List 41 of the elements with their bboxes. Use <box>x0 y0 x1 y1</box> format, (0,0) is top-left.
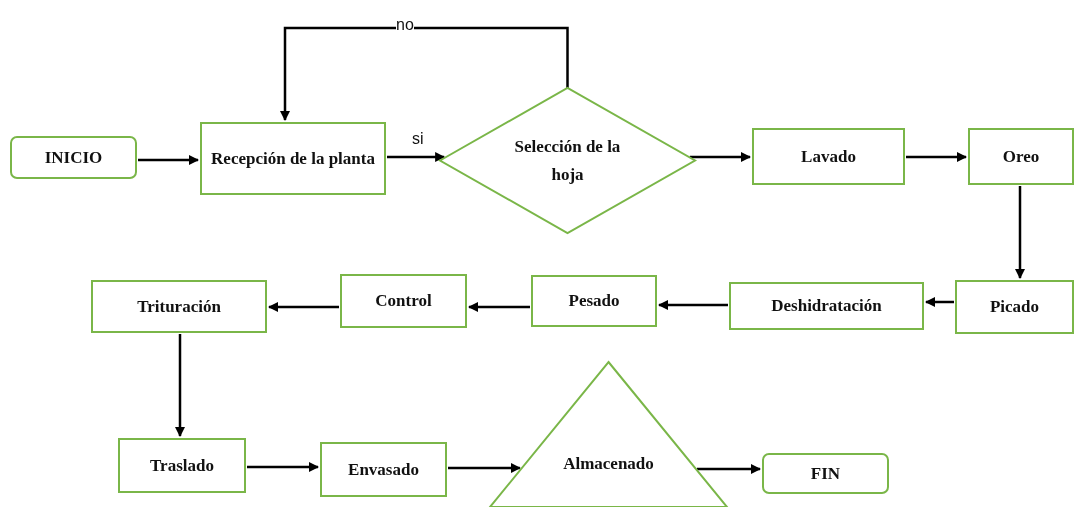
node-label: Recepción de la planta <box>211 147 375 170</box>
node-label: Traslado <box>150 454 214 477</box>
node-label: Trituración <box>137 295 221 318</box>
node-label: Control <box>375 290 432 313</box>
arrow <box>175 334 185 437</box>
node-label: Selección de la hoja <box>513 136 622 186</box>
arrow <box>138 155 199 165</box>
arrow <box>268 302 339 312</box>
edge-label: si <box>412 131 424 147</box>
terminal-box <box>762 453 889 494</box>
arrow <box>925 297 954 307</box>
arrow <box>696 464 761 474</box>
arrow <box>448 463 521 473</box>
process-box <box>729 282 924 330</box>
process-box <box>200 122 386 195</box>
process-box <box>968 128 1074 185</box>
node-label: INICIO <box>44 146 103 169</box>
process-box <box>531 275 657 327</box>
arrow <box>658 300 728 310</box>
process-box <box>955 280 1074 334</box>
arrow <box>468 302 530 312</box>
process-box <box>118 438 246 493</box>
node-label: Oreo <box>1002 145 1040 168</box>
arrow <box>906 152 967 162</box>
process-box <box>91 280 267 333</box>
process-box <box>752 128 905 185</box>
node-label: Picado <box>989 296 1040 319</box>
node-label: Pesado <box>568 290 620 313</box>
terminal-box <box>10 136 137 179</box>
process-box <box>320 442 447 497</box>
arrow <box>387 152 446 162</box>
arrow <box>247 462 319 472</box>
node-label: Almacenado <box>563 453 654 475</box>
arrow <box>1015 186 1025 279</box>
node-label: FIN <box>810 462 841 485</box>
process-box <box>340 274 467 328</box>
node-label: Deshidratación <box>771 295 882 318</box>
arrow <box>280 26 569 121</box>
node-label: Lavado <box>801 145 856 168</box>
node-label: Envasado <box>348 458 419 481</box>
arrow <box>689 152 751 162</box>
